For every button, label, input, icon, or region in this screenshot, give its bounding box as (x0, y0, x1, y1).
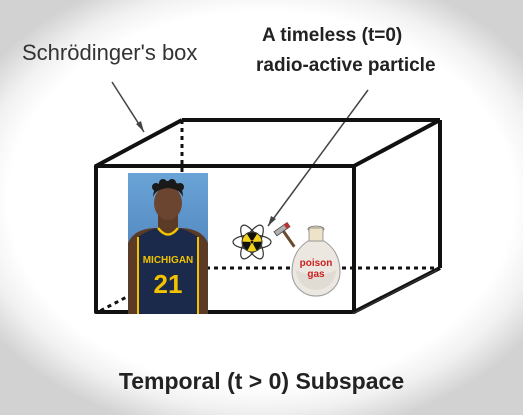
hammer-icon (274, 222, 301, 251)
athlete-photo: MICHIGAN 21 (128, 173, 208, 314)
jersey-team-text: MICHIGAN (143, 255, 194, 266)
particle-label-line1: A timeless (t=0) (262, 25, 402, 47)
box-pointer-arrow (112, 82, 144, 132)
subspace-label: Temporal (t > 0) Subspace (0, 368, 523, 395)
poison-gas-label: poison gas (296, 258, 336, 280)
jersey-number-text: 21 (154, 269, 183, 299)
schrodinger-box-label: Schrödinger's box (22, 40, 197, 66)
particle-label-line2: radio-active particle (256, 55, 436, 77)
radiation-atom-icon (233, 222, 271, 262)
